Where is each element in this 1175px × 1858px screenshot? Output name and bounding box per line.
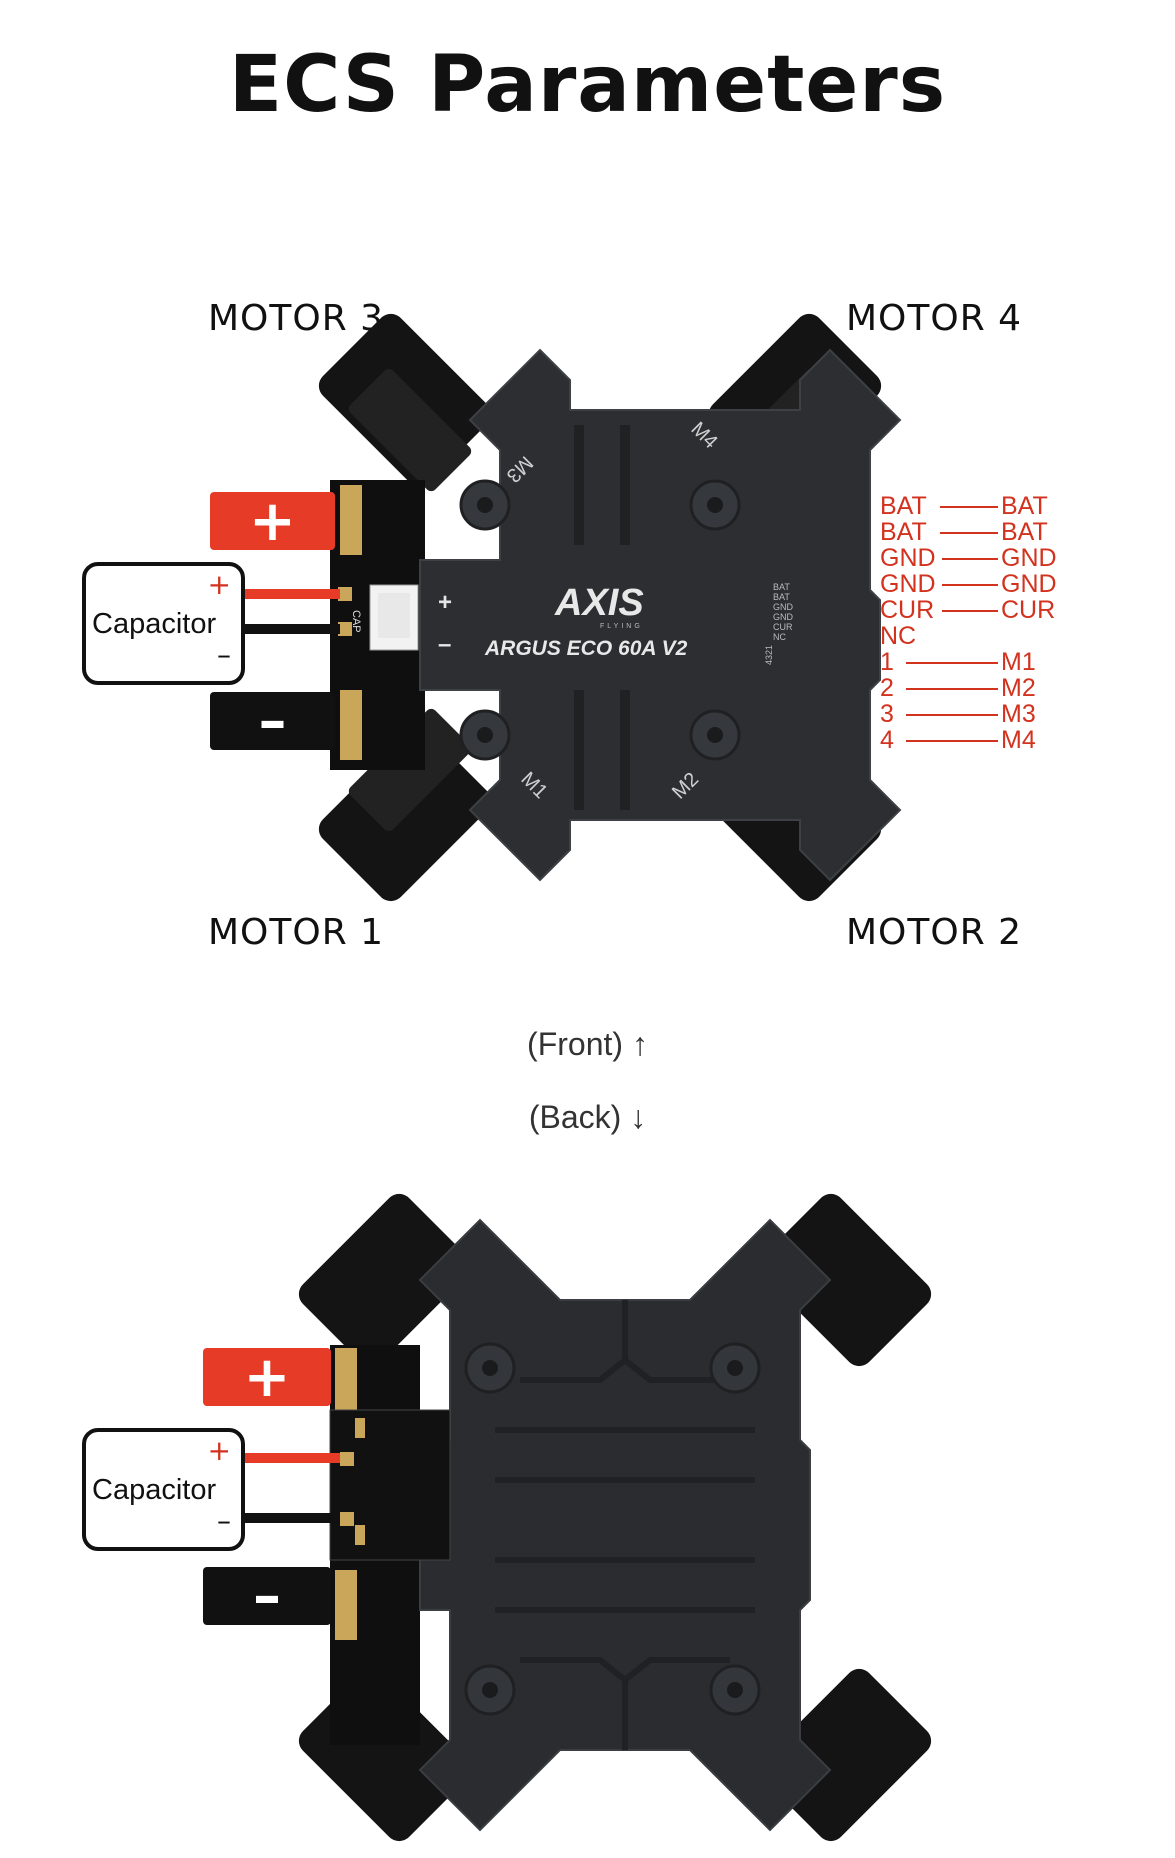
capacitor-minus: –	[217, 638, 231, 671]
svg-text:BAT: BAT	[773, 592, 790, 602]
cap-pad-minus	[338, 622, 352, 636]
capacitor-wire-negative	[240, 624, 340, 634]
capacitor-label: Capacitor	[92, 608, 217, 640]
board-plus-sign: +	[438, 589, 452, 616]
pin-left: 3	[880, 700, 894, 728]
back-label: (Back) ↓	[528, 1099, 647, 1135]
back-connector	[298, 1193, 472, 1367]
svg-text:4321: 4321	[764, 645, 774, 665]
back-capacitor-box: + Capacitor –	[82, 1428, 245, 1551]
motor-1-label: MOTOR 1	[208, 912, 385, 953]
pin-left: BAT	[880, 492, 927, 520]
motor-3-label: MOTOR 3	[208, 298, 385, 339]
cap-silk-label: CAP	[350, 610, 362, 633]
front-label: (Front) ↑	[527, 1026, 648, 1062]
back-battery-negative: –	[203, 1564, 331, 1629]
motor-2-label: MOTOR 2	[846, 912, 1023, 953]
arrow-down-icon: ↓	[630, 1099, 647, 1135]
pin-right: M1	[1001, 648, 1036, 676]
back-capacitor-label: Capacitor	[92, 1474, 217, 1506]
arrow-up-icon: ↑	[631, 1026, 648, 1062]
back-cap-plate	[329, 1409, 451, 1561]
pin-right: M2	[1001, 674, 1036, 702]
svg-text:GND: GND	[773, 602, 794, 612]
pin-right: GND	[1001, 544, 1057, 572]
model-name: ARGUS ECO 60A V2	[484, 637, 688, 660]
page-title: ECS Parameters	[228, 40, 947, 130]
pin-left: CUR	[880, 596, 935, 624]
pin-right: BAT	[1001, 518, 1048, 546]
pin-left: BAT	[880, 518, 927, 546]
pin-right: GND	[1001, 570, 1057, 598]
pin-right: M4	[1001, 726, 1036, 754]
pin-left: NC	[880, 622, 917, 650]
pin-right: BAT	[1001, 492, 1048, 520]
esc-back-view	[240, 1193, 932, 1842]
pin-silk: BAT BAT GND GND CUR NC 4321	[764, 582, 794, 665]
pin-left: 1	[880, 648, 894, 676]
svg-text:GND: GND	[773, 612, 794, 622]
pin-right: CUR	[1001, 596, 1056, 624]
back-pad-negative	[335, 1570, 357, 1640]
cap-pad-plus	[338, 587, 352, 601]
capacitor-box: + Capacitor –	[82, 562, 245, 685]
board-minus-sign: –	[438, 631, 451, 658]
capacitor-wire-positive	[240, 589, 340, 599]
back-capacitor-minus: –	[217, 1504, 231, 1537]
battery-positive-terminal: +	[210, 489, 335, 554]
pin-right: M3	[1001, 700, 1036, 728]
connector-m3	[318, 313, 492, 492]
motor-4-label: MOTOR 4	[846, 298, 1023, 339]
pin-left: GND	[880, 544, 936, 572]
back-wire-negative	[240, 1513, 340, 1523]
brand-logo: AXIS	[554, 582, 644, 624]
back-wire-positive	[240, 1453, 340, 1463]
back-emboss-pattern	[495, 1300, 755, 1750]
capacitor-plus: +	[207, 568, 231, 601]
esc-front-view: M3 M4 M1 M2 + – CAP AXIS FLYING ARGUS EC…	[240, 313, 902, 902]
brand-sub: FLYING	[600, 623, 643, 630]
svg-text:BAT: BAT	[773, 582, 790, 592]
svg-text:NC: NC	[773, 632, 786, 642]
back-capacitor-plus: +	[207, 1434, 231, 1467]
back-battery-positive: +	[203, 1345, 331, 1410]
pin-left: 2	[880, 674, 894, 702]
battery-negative-terminal: –	[210, 689, 335, 754]
back-pad-positive	[335, 1348, 357, 1418]
esc-board-body	[419, 348, 902, 882]
pin-left: 4	[880, 726, 894, 754]
pin-left: GND	[880, 570, 936, 598]
back-connector	[758, 1193, 932, 1367]
svg-text:CUR: CUR	[773, 622, 793, 632]
